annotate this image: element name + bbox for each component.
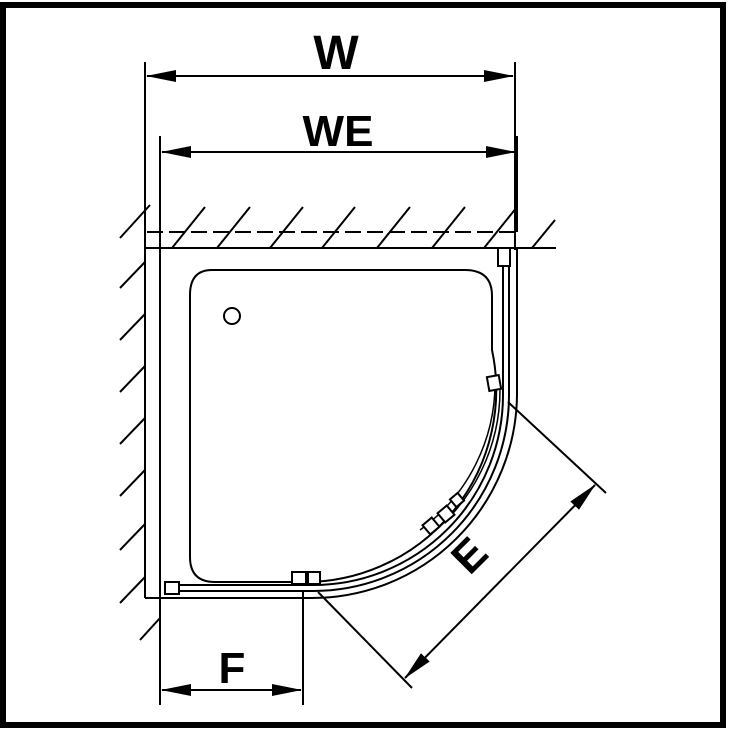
drain-icon — [223, 307, 241, 325]
dimension-we: WE — [159, 107, 518, 705]
extension-line-e-top — [507, 401, 607, 494]
dimension-w: W — [144, 27, 516, 598]
roller-middle-c — [448, 491, 466, 509]
dimension-line-e — [404, 484, 596, 679]
roller-middle-a — [421, 516, 441, 536]
dimension-label-f: F — [219, 644, 246, 693]
extension-line-e-bottom — [317, 591, 413, 689]
roller-top — [485, 373, 503, 393]
dimension-e: E — [317, 401, 607, 689]
roller-bottom-a — [291, 571, 307, 585]
dimension-label-e: E — [442, 528, 497, 583]
wall-left — [119, 204, 161, 641]
dimension-label-we: WE — [303, 107, 374, 156]
wall-profile-left — [164, 581, 180, 595]
roller-bottom-b — [307, 571, 321, 585]
dimension-f: F — [161, 592, 304, 705]
roller-middle-b — [436, 504, 456, 524]
wall-left-hatch — [119, 204, 161, 641]
wall-top — [145, 206, 556, 249]
wall-top-hatch — [171, 206, 556, 249]
dimension-label-w: W — [313, 27, 359, 80]
wall-profile-top — [497, 247, 511, 267]
